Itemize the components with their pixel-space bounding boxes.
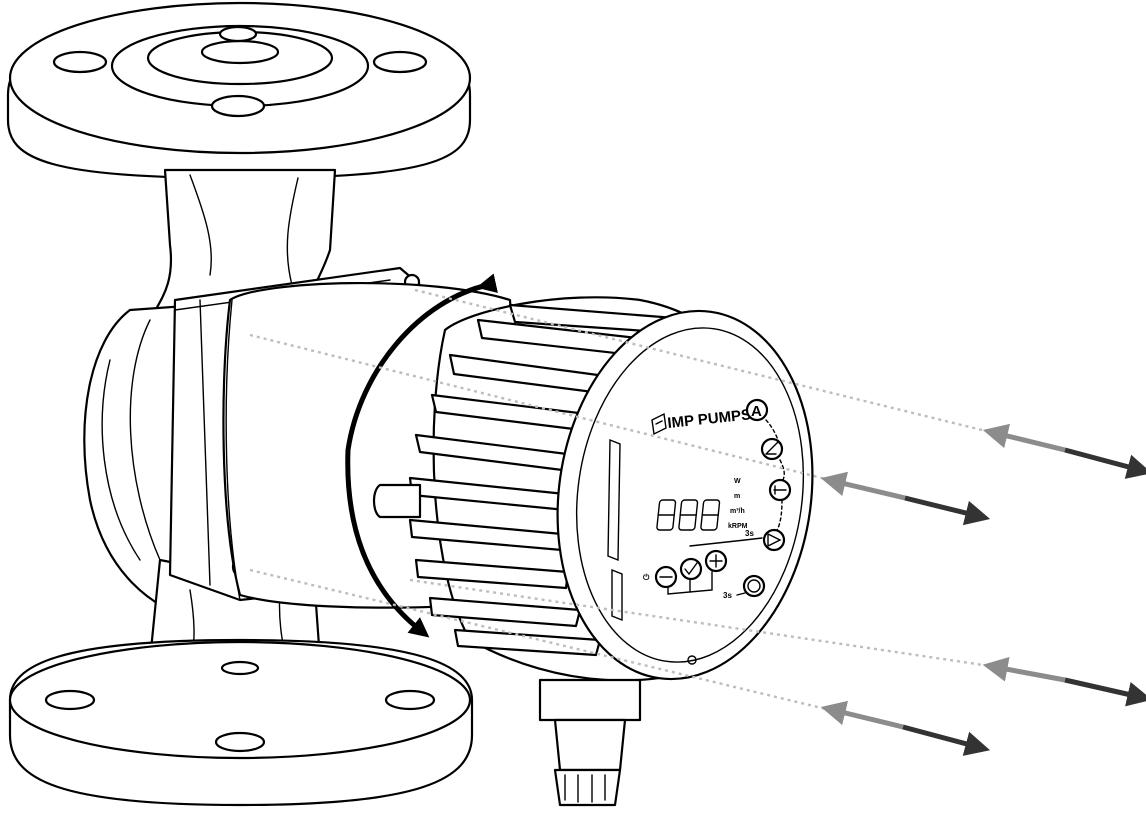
mode-proportional-pressure-button[interactable] bbox=[760, 437, 784, 461]
bottom-flange bbox=[8, 638, 474, 807]
constant-curve-icon bbox=[767, 532, 782, 548]
pump-body bbox=[6, 1, 532, 807]
removal-arrow-1 bbox=[982, 423, 1146, 479]
mode-auto-button[interactable]: A bbox=[745, 398, 769, 422]
mode-constant-curve-button[interactable] bbox=[762, 528, 786, 552]
guide-line-upper bbox=[249, 333, 831, 482]
removal-arrow-4 bbox=[820, 700, 991, 756]
unit-w: W bbox=[734, 478, 741, 485]
removal-arrows bbox=[820, 423, 1146, 756]
check-icon bbox=[684, 562, 698, 576]
guide-line-top-right bbox=[414, 288, 991, 434]
removal-arrow-3 bbox=[982, 656, 1146, 707]
unit-krpm: kRPM bbox=[728, 523, 748, 530]
top-flange bbox=[6, 1, 472, 180]
mode-constant-pressure-button[interactable] bbox=[768, 478, 792, 502]
imp-logo-icon bbox=[651, 412, 667, 436]
alignment-guides bbox=[249, 288, 991, 712]
minus-button[interactable] bbox=[654, 565, 678, 589]
unit-m3h: m³/h bbox=[730, 508, 745, 515]
mode-auto-label: A bbox=[751, 403, 762, 420]
cable-gland bbox=[538, 678, 642, 807]
rotation-arc-arrow bbox=[345, 273, 498, 638]
removal-arrow-2 bbox=[820, 471, 991, 526]
plus-icon bbox=[709, 554, 723, 568]
unit-m: m bbox=[734, 493, 740, 500]
control-panel: IMP PUMPS A bbox=[643, 398, 792, 600]
hold-label-lower: 3s bbox=[723, 591, 732, 600]
guide-line-lower bbox=[249, 568, 831, 712]
hold-label-upper: 3s bbox=[745, 529, 754, 538]
power-icon: ⏻ bbox=[643, 573, 650, 582]
check-button[interactable] bbox=[679, 557, 703, 581]
round-button[interactable] bbox=[742, 574, 766, 598]
constant-pressure-icon bbox=[773, 485, 787, 495]
plus-button[interactable] bbox=[704, 549, 728, 573]
seven-segment-display: 888 bbox=[656, 499, 721, 531]
proportional-pressure-icon bbox=[765, 441, 779, 455]
display-units: W m m³/h kRPM bbox=[728, 478, 748, 530]
round-button-icon bbox=[747, 579, 761, 593]
display-digits bbox=[656, 499, 721, 531]
